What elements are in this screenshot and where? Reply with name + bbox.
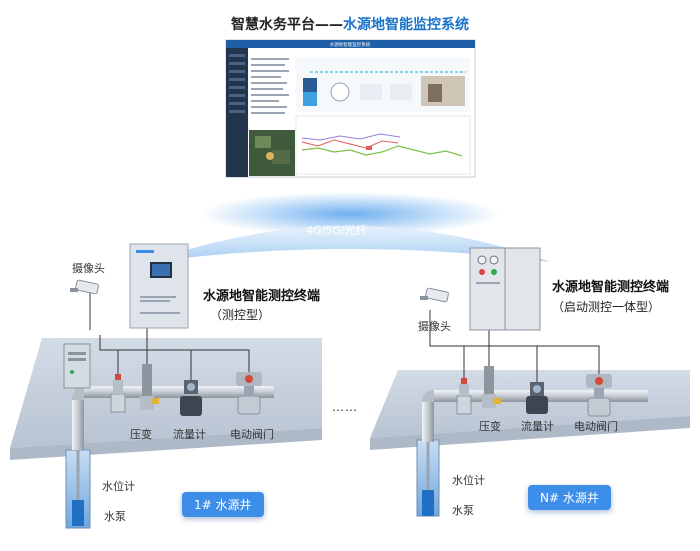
title-highlight: 水源地智能监控系统 [343, 17, 469, 33]
screen-panel-title: 水源地智能监控系统 [330, 41, 371, 48]
network-beam [150, 226, 550, 262]
site2-pressure-label: 压变 [479, 420, 501, 433]
site2-level-sensor [482, 366, 501, 408]
site2-flowmeter [526, 382, 548, 414]
site2-well-badge: N# 水源井 [528, 485, 611, 510]
site1-valve-label: 电动阀门 [230, 428, 274, 441]
site2-pump-label: 水泵 [452, 504, 474, 517]
site2-wiring [429, 310, 600, 382]
site2-terminal-title: 水源地智能测控终端 [552, 280, 670, 295]
site1-well [65, 440, 91, 529]
monitor-screen: 水源地智能监控系统 [225, 39, 476, 178]
site1-level-sensor [140, 364, 159, 410]
site2-starter-control-cabinet [469, 247, 541, 331]
site1-pressure-label: 压变 [130, 428, 152, 441]
site1-electric-valve [236, 372, 262, 415]
site1-pipe [72, 386, 274, 450]
site1-terminal-title: 水源地智能测控终端 [203, 289, 321, 304]
site1-camera-icon [70, 279, 99, 295]
site2-well [416, 430, 440, 517]
site1-flowmeter-label: 流量计 [173, 428, 206, 441]
site2-valve-label: 电动阀门 [574, 420, 618, 433]
site2-electric-valve [586, 374, 612, 417]
site1-pressure-transmitter [110, 374, 126, 413]
site2-camera-icon [420, 287, 449, 303]
network-glow [200, 192, 500, 236]
site2-pressure-transmitter [456, 378, 472, 415]
site1-camera-label: 摄像头 [72, 262, 105, 275]
site1-flowmeter [180, 380, 202, 416]
page-title: 智慧水务平台——水源地智能监控系统 [0, 14, 700, 34]
site2-camera-label: 摄像头 [418, 320, 451, 333]
site2-level-label: 水位计 [452, 474, 485, 487]
site1-level-label: 水位计 [102, 480, 135, 493]
site1-wiring [89, 290, 250, 380]
site2-terminal-subtitle: （启动测控一体型） [552, 300, 661, 314]
site1-terminal-subtitle: （测控型） [210, 308, 271, 322]
site1-well-badge: 1# 水源井 [182, 492, 264, 517]
ellipsis: …… [332, 400, 358, 414]
title-prefix: 智慧水务平台—— [231, 17, 343, 33]
site1-starter-cabinet [63, 343, 91, 389]
site1-pump-label: 水泵 [104, 510, 126, 523]
site1-control-cabinet [129, 243, 189, 329]
network-label: 4G/5G/光纤 [306, 224, 367, 237]
site2-flowmeter-label: 流量计 [521, 420, 554, 433]
site1-platform [10, 338, 322, 460]
